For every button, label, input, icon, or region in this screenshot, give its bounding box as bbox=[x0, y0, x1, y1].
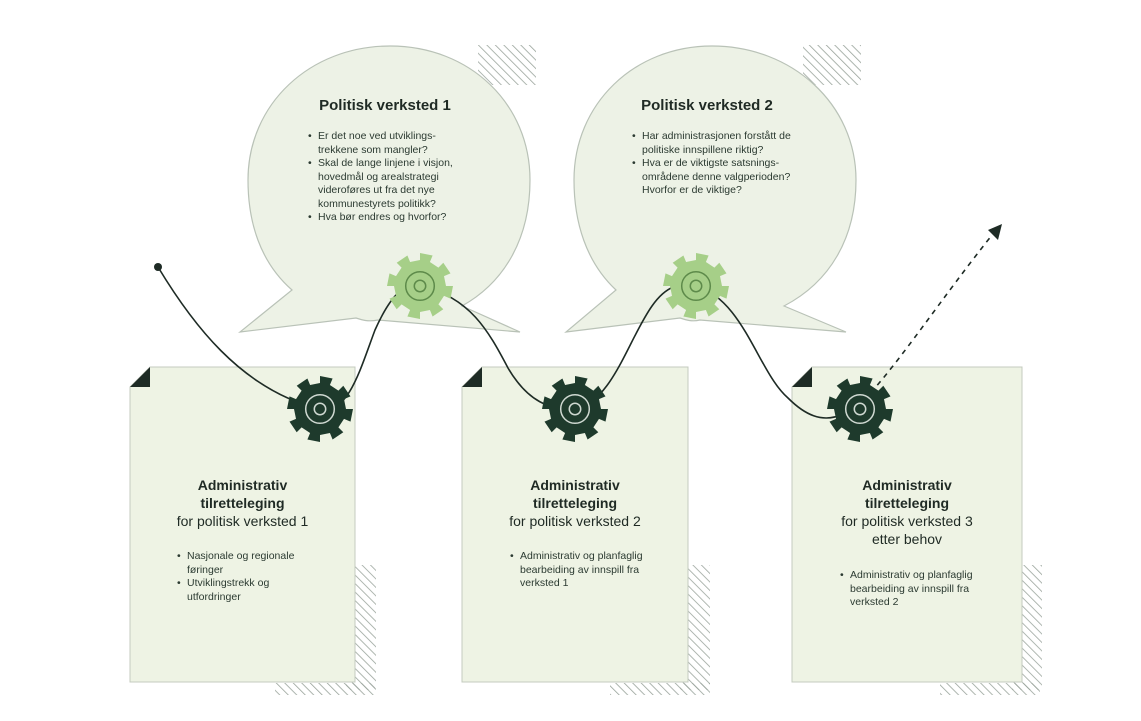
gear-icon-card-2 bbox=[542, 376, 608, 442]
card-3-title-line1: Administrativ bbox=[862, 477, 952, 493]
bubble-1-item: Hva bør endres og hvorfor? bbox=[308, 211, 528, 225]
card-2-heading: Administrativ tilretteleging for politis… bbox=[462, 476, 688, 530]
gear-icon-bubble-1 bbox=[387, 253, 453, 319]
gear-icon-bubble-2 bbox=[663, 253, 729, 319]
gear-icon-card-2-ring bbox=[559, 393, 591, 425]
card-2-title-line2: tilretteleging bbox=[532, 495, 617, 511]
gear-icon-card-3-ring bbox=[844, 393, 876, 425]
card-3-title-line2: tilretteleging bbox=[864, 495, 949, 511]
bubble-1-shadow bbox=[478, 45, 536, 85]
bubble-2-list: Har administrasjonen forstått de politis… bbox=[630, 130, 852, 198]
card-3-subtitle: for politisk verksted 3 bbox=[841, 513, 973, 529]
bubble-1-item: Er det noe ved utviklings- trekkene som … bbox=[308, 130, 528, 157]
gear-icon-card-3-teeth bbox=[827, 376, 893, 442]
card-3-subtitle-2: etter behov bbox=[871, 531, 943, 547]
card-3-heading: Administrativ tilretteleging for politis… bbox=[792, 476, 1022, 548]
card-3-item: Administrativ og planfaglig bearbeiding … bbox=[840, 569, 1030, 610]
card-2-list: Administrativ og planfaglig bearbeiding … bbox=[508, 550, 695, 591]
card-2-item: Administrativ og planfaglig bearbeiding … bbox=[510, 550, 695, 591]
gear-icon-bubble-1-ring bbox=[404, 270, 436, 302]
card-3-shadow-bottom bbox=[940, 683, 1040, 695]
bubble-2-item: Hva er de viktigste satsnings- områdene … bbox=[632, 157, 852, 198]
gear-icon-bubble-1-teeth bbox=[387, 253, 453, 319]
bubble-1-title: Politisk verksted 1 bbox=[319, 97, 451, 114]
future-path bbox=[863, 229, 997, 401]
bubble-2-title: Politisk verksted 2 bbox=[641, 97, 773, 114]
bubble-1-list: Er det noe ved utviklings- trekkene som … bbox=[306, 130, 528, 225]
bubble-1-item: Skal de lange linjene i visjon, hovedmål… bbox=[308, 157, 528, 211]
card-1-list: Nasjonale og regionale føringer Utviklin… bbox=[175, 550, 357, 604]
card-2-shadow-bottom bbox=[610, 683, 710, 695]
gear-icon-card-1-hub bbox=[313, 402, 327, 416]
gear-icon-bubble-2-ring bbox=[680, 270, 712, 302]
card-1-title-line2: tilretteleging bbox=[200, 495, 285, 511]
card-1-item: Nasjonale og regionale føringer bbox=[177, 550, 357, 577]
card-1-shadow-bottom bbox=[275, 683, 375, 695]
gear-icon-card-3 bbox=[827, 376, 893, 442]
gear-icon-card-2-teeth bbox=[542, 376, 608, 442]
gear-icon-card-1-ring bbox=[304, 393, 336, 425]
card-2-corner bbox=[462, 367, 482, 387]
card-2-title-line1: Administrativ bbox=[530, 477, 620, 493]
gear-icon-card-1 bbox=[287, 376, 353, 442]
card-3-list: Administrativ og planfaglig bearbeiding … bbox=[838, 569, 1030, 610]
card-1-heading: Administrativ tilretteleging for politis… bbox=[130, 476, 355, 530]
gear-icon-bubble-2-teeth bbox=[663, 253, 729, 319]
gear-icon-card-3-hub bbox=[853, 402, 867, 416]
card-3-corner bbox=[792, 367, 812, 387]
card-1-corner bbox=[130, 367, 150, 387]
card-1-item: Utviklingstrekk og utfordringer bbox=[177, 577, 357, 604]
bubble-2-item: Har administrasjonen forstått de politis… bbox=[632, 130, 852, 157]
bubble-2-shadow bbox=[803, 45, 861, 85]
gear-icon-card-2-hub bbox=[568, 402, 582, 416]
gears-group bbox=[287, 253, 893, 442]
arrow-head-icon bbox=[988, 224, 1002, 240]
card-2-subtitle: for politisk verksted 2 bbox=[509, 513, 641, 529]
gear-icon-bubble-2-hub bbox=[689, 279, 703, 293]
card-1-title-line1: Administrativ bbox=[197, 477, 288, 493]
card-1-subtitle: for politisk verksted 1 bbox=[176, 513, 309, 529]
gear-icon-card-1-teeth bbox=[287, 376, 353, 442]
gear-icon-bubble-1-hub bbox=[413, 279, 427, 293]
